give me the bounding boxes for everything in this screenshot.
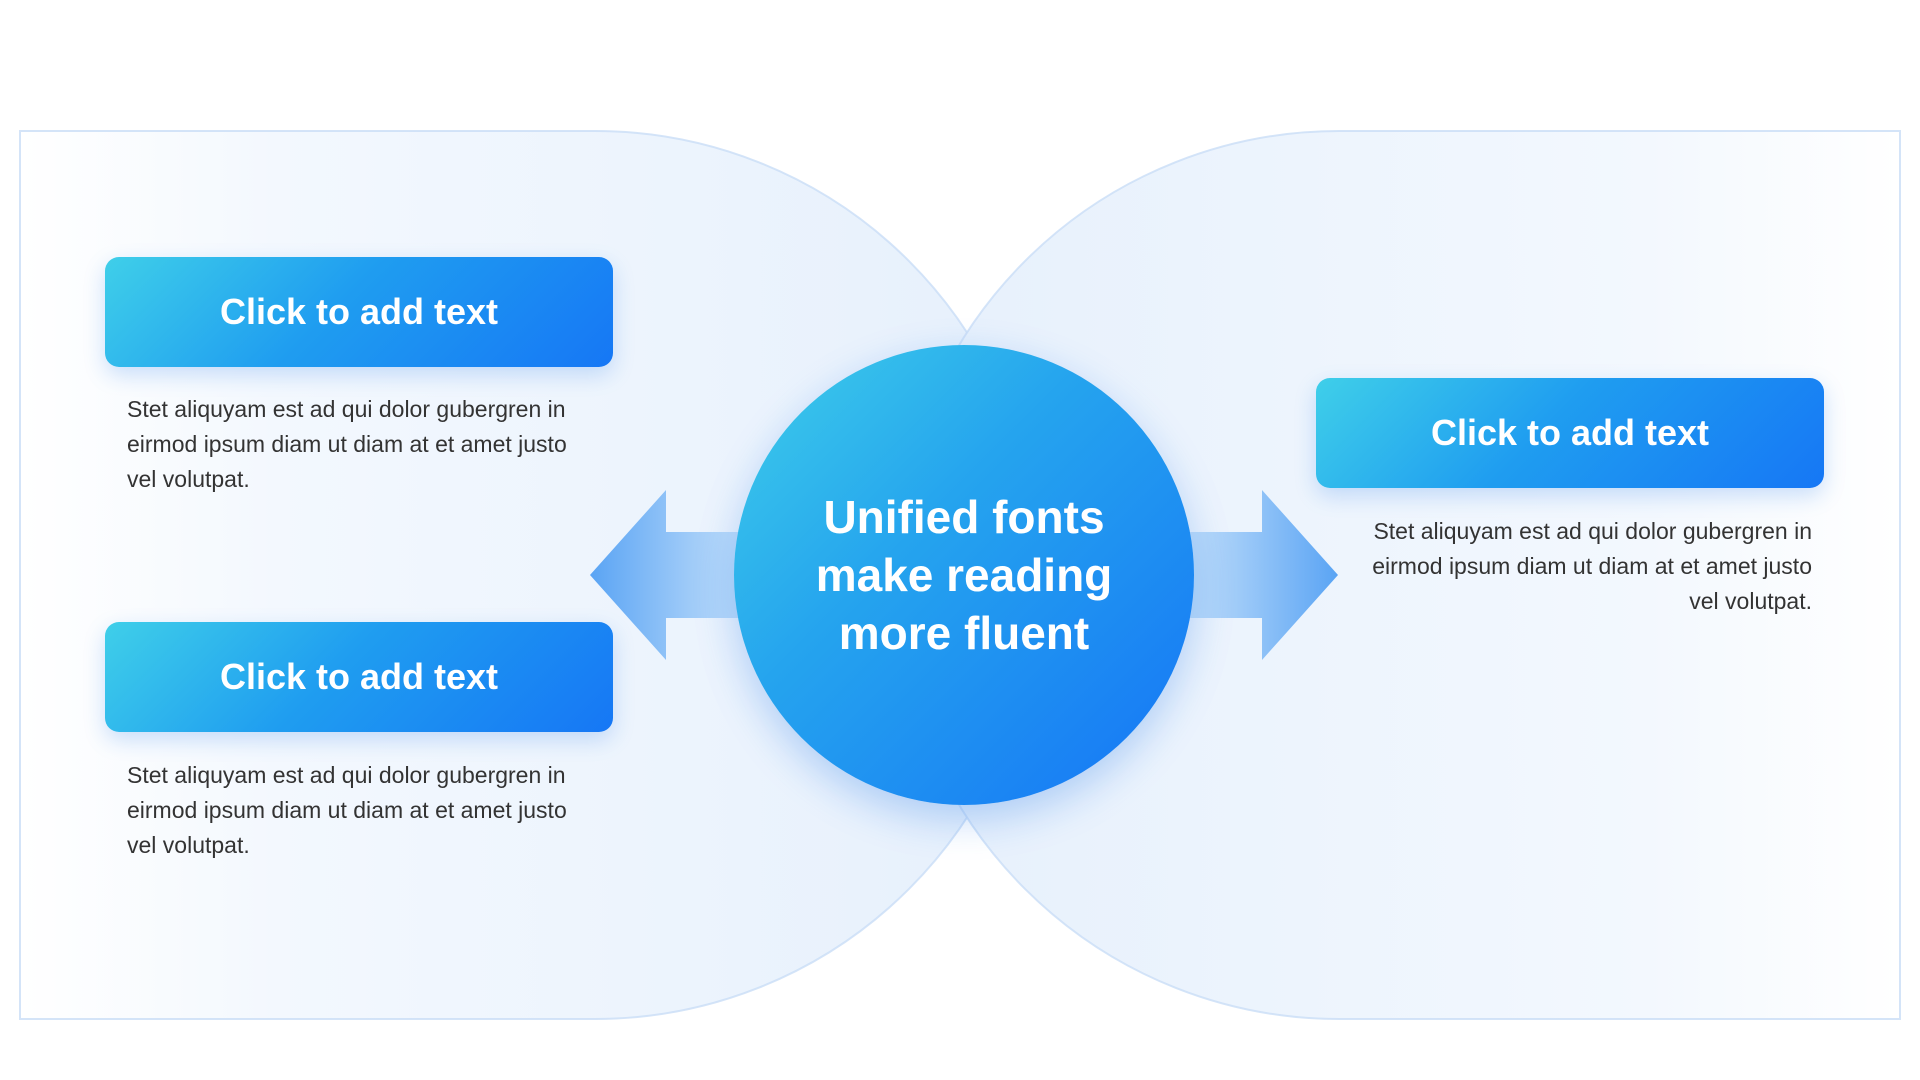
description-left-bottom[interactable]: Stet aliquyam est ad qui dolor gubergren… (127, 762, 567, 858)
right-arrow (1168, 490, 1338, 660)
description-right[interactable]: Stet aliquyam est ad qui dolor gubergren… (1372, 518, 1812, 614)
description-left-top[interactable]: Stet aliquyam est ad qui dolor gubergren… (127, 396, 567, 492)
center-hub: Unified fonts make reading more fluent (734, 345, 1194, 805)
label-box-right[interactable]: Click to add text (1316, 378, 1824, 488)
label-box-left-top[interactable]: Click to add text (105, 257, 613, 367)
left-arrow (590, 490, 760, 660)
label-box-left-bottom[interactable]: Click to add text (105, 622, 613, 732)
center-title[interactable]: Unified fonts make reading more fluent (815, 491, 1113, 659)
